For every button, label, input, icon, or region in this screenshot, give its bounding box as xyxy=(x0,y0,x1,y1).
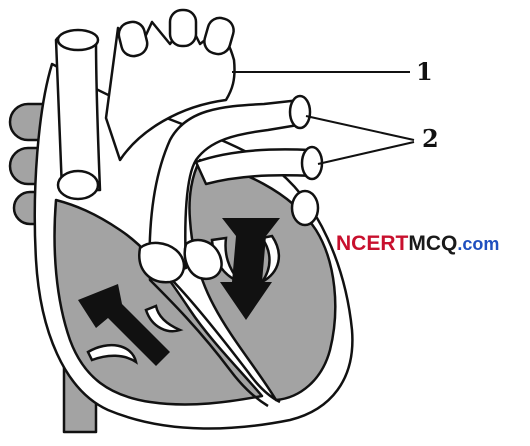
watermark-ncert: NCERT xyxy=(336,232,408,255)
leader-line-2b xyxy=(318,142,414,164)
vena-cava-opening xyxy=(58,30,98,50)
leader-line-2a xyxy=(306,116,414,140)
aorta-branch-2 xyxy=(170,10,196,46)
pulmonary-vein-right-end xyxy=(292,191,318,225)
watermark-dotcom: .com xyxy=(457,234,499,254)
atrium-opening xyxy=(58,171,98,199)
watermark-mcq: MCQ xyxy=(408,232,457,255)
watermark: NCERTMCQ.com xyxy=(336,233,499,254)
label-1: 1 xyxy=(416,60,433,84)
pulmonary-artery-upper-end xyxy=(290,96,310,128)
label-2: 2 xyxy=(422,127,439,151)
superior-vena-cava xyxy=(56,33,100,191)
